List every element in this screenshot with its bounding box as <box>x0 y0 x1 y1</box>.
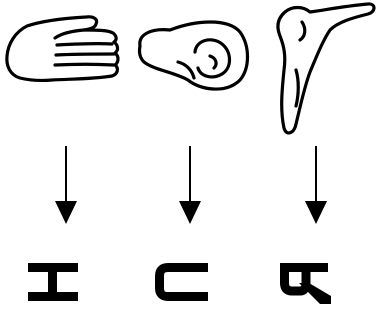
arrow-2 <box>179 146 201 224</box>
letter-r-glyph <box>280 263 331 304</box>
letter-h-glyph <box>28 263 78 301</box>
arrow-3 <box>305 146 327 224</box>
ear-icon <box>139 22 247 89</box>
letter-u-glyph <box>160 268 209 297</box>
hand-icon <box>7 17 118 81</box>
foot-icon <box>278 4 374 133</box>
arrow-1 <box>55 146 77 224</box>
